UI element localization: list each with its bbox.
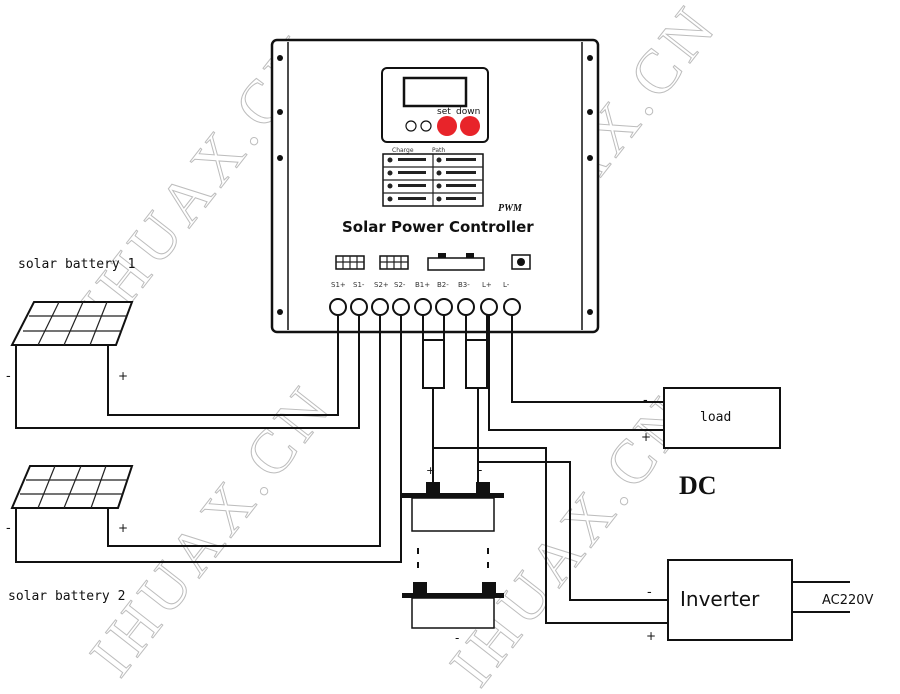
status-dot-icon bbox=[436, 170, 442, 176]
status-legend-line bbox=[398, 184, 426, 187]
pwm-label: PWM bbox=[498, 203, 523, 214]
battery1-minus-label: - bbox=[478, 463, 482, 477]
solar-battery-1-label: solar battery 1 bbox=[18, 257, 135, 272]
inverter-label: Inverter bbox=[680, 587, 760, 611]
wire-solar1-plus bbox=[107, 315, 339, 416]
status-dot-icon bbox=[387, 170, 393, 176]
status-dot-icon bbox=[387, 196, 393, 202]
solar2-minus-label: - bbox=[6, 521, 11, 536]
terminal-l-minus bbox=[503, 298, 521, 316]
mount-hole bbox=[587, 55, 593, 61]
status-legend-line bbox=[398, 171, 426, 174]
terminal-b2-minus bbox=[435, 298, 453, 316]
battery-2 bbox=[402, 582, 504, 629]
dc-label: DC bbox=[679, 471, 717, 500]
terminal-label-s1-minus: S1- bbox=[353, 281, 365, 289]
battery1-plus-label: + bbox=[426, 464, 435, 477]
solar1-plus-label: + bbox=[118, 369, 128, 383]
terminal-label-b1-plus: B1+ bbox=[415, 281, 430, 289]
lamp-symbol-icon bbox=[511, 254, 531, 270]
status-legend-line bbox=[446, 184, 476, 187]
wire-inverter-minus bbox=[478, 461, 668, 601]
inverter-plus-label: + bbox=[646, 629, 656, 643]
set-button[interactable] bbox=[437, 116, 457, 136]
solar-panel-2 bbox=[10, 465, 134, 509]
wire-load-plus bbox=[488, 315, 664, 431]
solar-symbol-icon bbox=[379, 255, 409, 270]
terminal-s2-plus bbox=[371, 298, 389, 316]
terminal-label-s1-plus: S1+ bbox=[331, 281, 346, 289]
solar-panel-1 bbox=[10, 301, 134, 346]
wiring bbox=[15, 315, 850, 624]
mount-hole bbox=[277, 109, 283, 115]
status-dot-icon bbox=[436, 183, 442, 189]
panel-header-right: Path bbox=[432, 147, 445, 154]
terminal-block bbox=[329, 298, 521, 316]
wire-solar2-minus bbox=[15, 315, 402, 563]
terminal-l-plus bbox=[480, 298, 498, 316]
status-legend-line bbox=[446, 197, 476, 200]
inverter-box bbox=[667, 559, 793, 641]
battery2-minus-label: - bbox=[455, 631, 459, 645]
down-button-label: down bbox=[456, 107, 480, 117]
mount-hole bbox=[587, 155, 593, 161]
battery-symbol-icon bbox=[427, 253, 485, 271]
status-legend-line bbox=[446, 158, 476, 161]
inverter-minus-label: - bbox=[647, 585, 652, 600]
wire-solar1-minus bbox=[15, 315, 360, 429]
load-minus-label: - bbox=[643, 393, 648, 408]
set-button-label: set bbox=[437, 107, 451, 117]
terminal-s1-minus bbox=[350, 298, 368, 316]
load-box bbox=[663, 387, 781, 449]
terminal-label-l-plus: L+ bbox=[482, 281, 492, 289]
status-legend-line bbox=[446, 171, 476, 174]
fuse-negative bbox=[465, 339, 488, 389]
terminal-s1-plus bbox=[329, 298, 347, 316]
battery-1 bbox=[402, 482, 504, 532]
solar-battery-2-label: solar battery 2 bbox=[8, 589, 125, 604]
down-button[interactable] bbox=[460, 116, 480, 136]
terminal-s2-minus bbox=[392, 298, 410, 316]
status-dot-icon bbox=[436, 157, 442, 163]
lcd-screen bbox=[402, 76, 468, 108]
terminal-label-b2-minus: B2- bbox=[437, 281, 449, 289]
ac-output-label: AC220V bbox=[822, 593, 874, 608]
terminal-b3-minus bbox=[457, 298, 475, 316]
fuse-positive bbox=[422, 339, 445, 389]
mount-hole bbox=[277, 309, 283, 315]
mount-hole bbox=[277, 155, 283, 161]
mount-hole bbox=[587, 109, 593, 115]
controller-title: Solar Power Controller bbox=[342, 218, 534, 236]
terminal-b1-plus bbox=[414, 298, 432, 316]
terminal-label-s2-minus: S2- bbox=[394, 281, 406, 289]
status-legend-line bbox=[398, 197, 426, 200]
wire-inverter-plus bbox=[433, 447, 668, 624]
status-dot-icon bbox=[387, 183, 393, 189]
solar1-minus-label: - bbox=[6, 369, 11, 384]
status-legend-line bbox=[398, 158, 426, 161]
controller: set down Charge Path PWM S bbox=[270, 38, 600, 334]
indicator-led bbox=[405, 120, 417, 132]
wire-solar2-plus bbox=[107, 315, 381, 547]
mount-hole bbox=[587, 309, 593, 315]
load-plus-label: + bbox=[641, 430, 651, 444]
wire-load-minus bbox=[511, 315, 664, 403]
status-dot-icon bbox=[436, 196, 442, 202]
status-icons bbox=[387, 157, 476, 202]
indicator-led bbox=[420, 120, 432, 132]
solar2-plus-label: + bbox=[118, 521, 128, 535]
mount-hole bbox=[277, 55, 283, 61]
terminal-label-b3-minus: B3- bbox=[458, 281, 470, 289]
terminal-labels: S1+ S1- S2+ S2- B1+ B2- B3- L+ L- bbox=[331, 281, 510, 289]
panel-header-left: Charge bbox=[392, 147, 414, 154]
solar-symbol-icon bbox=[335, 255, 365, 270]
status-dot-icon bbox=[387, 157, 393, 163]
load-label: load bbox=[700, 410, 731, 425]
terminal-label-s2-plus: S2+ bbox=[374, 281, 389, 289]
terminal-label-l-minus: L- bbox=[503, 281, 510, 289]
